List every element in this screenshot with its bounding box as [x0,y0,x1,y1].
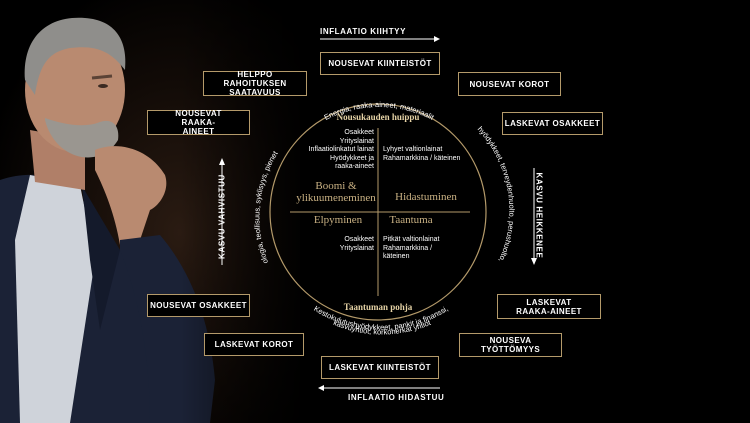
list-item: Yrityslainat [339,137,374,145]
list-item: Osakkeet [344,129,374,136]
phase-recovery: Elpyminen [313,214,363,226]
box-nousevat-korot: NOUSEVAT KOROT [458,72,561,96]
list-item: Pitkät valtionlainat [383,236,440,243]
box-laskevat-korot: LASKEVAT KOROT [204,333,304,356]
list-item: Rahamarkkina / käteinen [383,244,433,261]
label-taantuman-pohja: Taantuman pohja [343,302,413,312]
list-item: Osakkeet [344,236,374,243]
box-nousevat-kiinteistot: NOUSEVAT KIINTEISTÖT [320,52,440,75]
box-laskevat-kiinteistot: LASKEVAT KIINTEISTÖT [321,356,439,379]
box-helppo-rahoitus: HELPPO RAHOITUKSEN SAATAVUUS [203,70,307,97]
bottom-arrow-head [318,385,324,391]
box-nousevat-raaka-aineet: NOUSEVAT RAAKA-AINEET [147,109,250,136]
left-arrow-head [219,158,225,165]
box-nousevat-osakkeet: NOUSEVAT OSAKKEET [147,294,250,317]
list-item: Inflaatiolinkatut lainat [308,146,374,153]
quadrant-slowdown-items: Lyhyet valtionlainat Rahamarkkina / käte… [383,146,461,163]
box-laskevat-osakkeet: LASKEVAT OSAKKEET [502,112,603,135]
phase-boom: Boomi & ylikuumeneminen [296,180,376,204]
left-arrow-label: KASVU VAHVISTUU [217,174,227,259]
list-item: Rahamarkkina / käteinen [383,154,461,162]
box-nouseva-tyottomyys: NOUSEVA TYÖTTÖMYYS [459,333,562,357]
box-laskevat-raaka-aineet: LASKEVAT RAAKA-AINEET [497,294,601,319]
phase-slowdown: Hidastuminen [395,191,457,203]
label-nousukauden-huippu: Nousukauden huippu [336,112,420,122]
cycle-circle [269,103,487,321]
right-arrow-head [531,258,537,265]
right-arrow-label: KASVU HEIKKENEE [534,172,544,259]
quadrant-recovery-items: Osakkeet Yrityslainat [322,236,374,253]
top-arrow-head [434,36,440,42]
quadrant-recession-items: Pitkät valtionlainat Rahamarkkina / käte… [383,236,455,262]
phase-recession: Taantuma [389,214,433,226]
quadrant-boom-items: Osakkeet Yrityslainat Inflaatiolinkatut … [309,129,374,172]
bottom-arrow-label: INFLAATIO HIDASTUU [348,393,445,402]
list-item: Lyhyet valtionlainat [383,146,443,153]
list-item: Hyödykkeet ja raaka-aineet [330,154,374,171]
top-arrow-label: INFLAATIO KIIHTYY [320,27,407,36]
list-item: Yrityslainat [339,244,374,252]
